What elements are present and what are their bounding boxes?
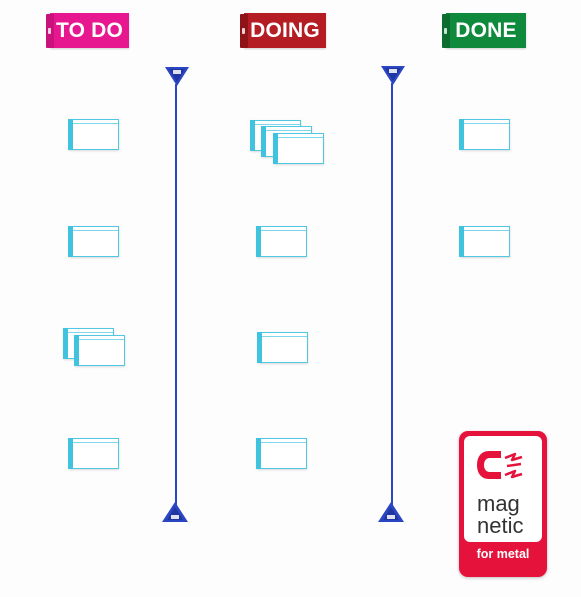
badge-word-line2: netic [477, 513, 524, 538]
column-header-todo: TO DO [46, 13, 129, 48]
divider-top-anchor-1 [165, 67, 189, 86]
card-done-1[interactable] [459, 119, 510, 150]
divider-bottom-anchor-1 [162, 502, 188, 522]
badge-footer: for metal [476, 547, 530, 561]
card-doing-2[interactable] [256, 226, 307, 257]
card-done-2[interactable] [459, 226, 510, 257]
card-doing-3[interactable] [257, 332, 308, 363]
column-header-done: DONE [442, 13, 526, 48]
card-doing-4[interactable] [256, 438, 307, 469]
badge-panel: mag netic [464, 436, 542, 542]
column-header-doing: DOING [240, 13, 326, 48]
divider-bottom-anchor-2 [378, 502, 404, 522]
card-doing-1c[interactable] [273, 133, 324, 164]
header-tab-doing [240, 14, 248, 48]
card-todo-4[interactable] [68, 438, 119, 469]
badge-word-line1: mag [477, 491, 520, 516]
header-tab-todo [46, 14, 54, 48]
column-title-done: DONE [455, 18, 517, 42]
column-title-todo: TO DO [55, 18, 124, 42]
card-todo-2[interactable] [68, 226, 119, 257]
card-todo-3b[interactable] [74, 335, 125, 366]
column-divider-2 [391, 83, 393, 506]
card-todo-1[interactable] [68, 119, 119, 150]
divider-top-anchor-2 [381, 66, 405, 85]
column-title-doing: DOING [250, 18, 320, 42]
header-tab-done [442, 14, 450, 48]
column-divider-1 [175, 84, 177, 506]
magnet-icon [477, 451, 523, 479]
magnetic-badge: mag netic for metal [459, 431, 547, 577]
